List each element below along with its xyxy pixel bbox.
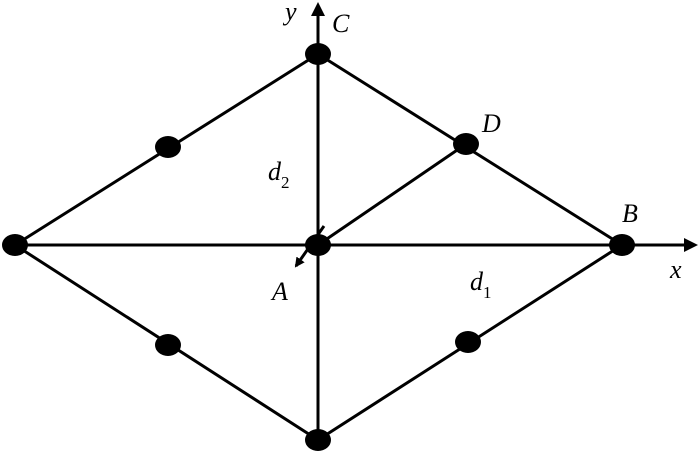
- label-b: B: [622, 199, 638, 228]
- label-c: C: [332, 9, 350, 38]
- label-d1: d1: [470, 267, 492, 302]
- node-mid-upper-left: [155, 136, 181, 158]
- node-bottom: [305, 429, 331, 451]
- label-a: A: [270, 277, 288, 306]
- node-d: [453, 133, 479, 155]
- y-axis-arrow: [311, 2, 325, 16]
- label-y-axis: y: [282, 0, 297, 26]
- segment-center-d: [316, 142, 468, 247]
- x-axis-arrow: [684, 238, 698, 252]
- node-mid-lower-left: [155, 334, 181, 356]
- label-d1-main: d: [470, 267, 484, 296]
- node-mid-lower-right: [455, 331, 481, 353]
- node-left: [2, 234, 28, 256]
- label-d2: d2: [268, 157, 290, 192]
- label-d2-sub: 2: [281, 173, 290, 192]
- label-d2-main: d: [268, 157, 282, 186]
- node-top-c: [305, 43, 331, 65]
- node-center: [305, 234, 331, 256]
- label-d: D: [481, 109, 501, 138]
- label-x-axis: x: [669, 255, 682, 284]
- label-d1-sub: 1: [483, 283, 492, 302]
- node-right-b: [609, 234, 635, 256]
